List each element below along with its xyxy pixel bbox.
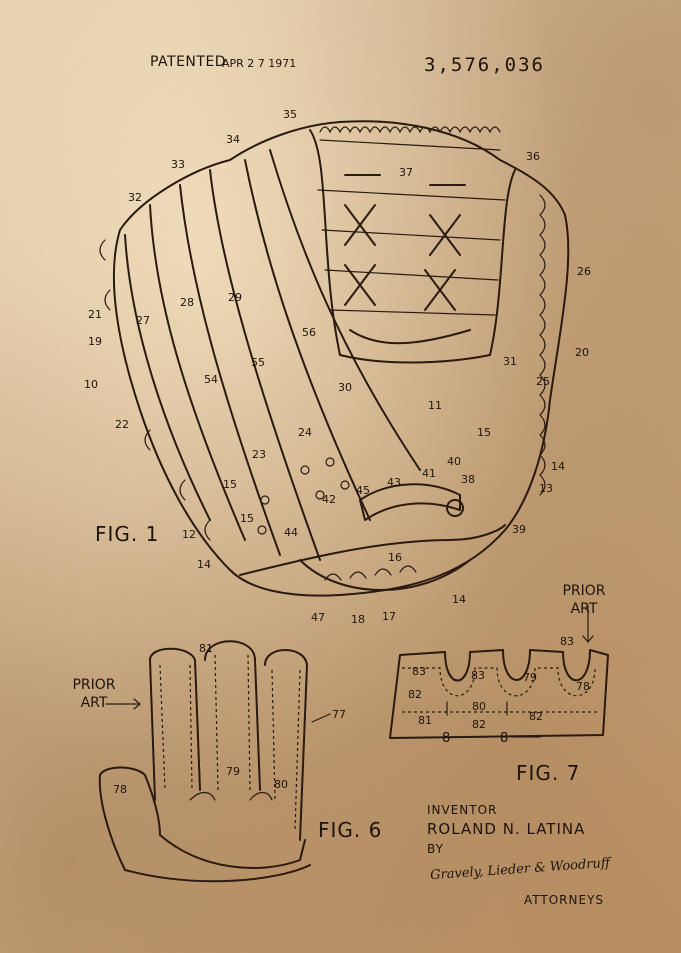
svg-text:45: 45 — [356, 484, 370, 497]
inventor-label: INVENTOR — [427, 803, 498, 817]
fig1-label: FIG. 1 — [95, 522, 160, 546]
fig7-prior-art-label: PRIOR ART — [558, 582, 610, 618]
svg-text:32: 32 — [128, 191, 142, 204]
svg-text:24: 24 — [298, 426, 312, 439]
svg-text:14: 14 — [197, 558, 211, 571]
fig1-reference-numerals: 35 34 33 32 36 37 26 21 27 28 29 19 20 1… — [84, 108, 591, 626]
svg-text:13: 13 — [539, 482, 553, 495]
svg-text:21: 21 — [88, 308, 102, 321]
svg-text:20: 20 — [575, 346, 589, 359]
by-label: BY — [427, 842, 444, 856]
svg-text:30: 30 — [338, 381, 352, 394]
svg-text:79: 79 — [523, 671, 537, 684]
fig6-drawing — [98, 640, 311, 883]
svg-text:80: 80 — [274, 778, 288, 791]
svg-text:47: 47 — [311, 611, 325, 624]
glove-drawing — [99, 120, 570, 597]
svg-text:17: 17 — [382, 610, 396, 623]
svg-text:33: 33 — [171, 158, 185, 171]
svg-text:12: 12 — [182, 528, 196, 541]
svg-text:82: 82 — [529, 710, 543, 723]
svg-text:27: 27 — [136, 314, 150, 327]
svg-text:35: 35 — [283, 108, 297, 121]
svg-text:19: 19 — [88, 335, 102, 348]
fig6-reference-numerals: 81 77 78 79 80 — [105, 642, 346, 796]
patented-label: PATENTED — [150, 54, 227, 70]
svg-text:81: 81 — [418, 714, 432, 727]
svg-text:44: 44 — [284, 526, 298, 539]
svg-text:10: 10 — [84, 378, 98, 391]
svg-text:83: 83 — [412, 665, 426, 678]
attorneys-label: ATTORNEYS — [524, 893, 605, 907]
svg-text:15: 15 — [240, 512, 254, 525]
svg-text:14: 14 — [551, 460, 565, 473]
svg-text:39: 39 — [512, 523, 526, 536]
fig7-prior-line2: ART — [570, 601, 598, 617]
svg-text:15: 15 — [477, 426, 491, 439]
fig6-label: FIG. 6 — [318, 818, 383, 842]
svg-text:36: 36 — [526, 150, 540, 163]
fig7-prior-line1: PRIOR — [562, 583, 606, 599]
svg-text:78: 78 — [576, 680, 590, 693]
svg-text:11: 11 — [428, 399, 442, 412]
svg-text:80: 80 — [472, 700, 486, 713]
svg-text:22: 22 — [115, 418, 129, 431]
svg-text:79: 79 — [226, 765, 240, 778]
svg-text:81: 81 — [199, 642, 213, 655]
patent-number: 3,576,036 — [424, 54, 545, 76]
patented-date: APR 2 7 1971 — [222, 57, 297, 70]
svg-text:40: 40 — [447, 455, 461, 468]
svg-text:41: 41 — [422, 467, 436, 480]
svg-text:43: 43 — [387, 476, 401, 489]
svg-text:82: 82 — [472, 718, 486, 731]
inventor-name: ROLAND N. LATINA — [427, 820, 586, 838]
svg-text:8: 8 — [442, 731, 450, 746]
svg-text:26: 26 — [577, 265, 591, 278]
svg-text:28: 28 — [180, 296, 194, 309]
fig7-reference-numerals: 83 83 83 79 78 82 80 81 82 82 8 8 — [408, 635, 590, 746]
svg-text:82: 82 — [408, 688, 422, 701]
svg-text:29: 29 — [228, 291, 242, 304]
svg-text:14: 14 — [452, 593, 466, 606]
svg-text:23: 23 — [252, 448, 266, 461]
svg-text:77: 77 — [332, 708, 346, 721]
svg-text:37: 37 — [399, 166, 413, 179]
svg-text:56: 56 — [302, 326, 316, 339]
svg-text:42: 42 — [322, 493, 336, 506]
fig6-prior-line1: PRIOR — [72, 677, 116, 693]
svg-text:38: 38 — [461, 473, 475, 486]
fig7-drawing — [389, 605, 609, 739]
svg-text:16: 16 — [388, 551, 402, 564]
svg-text:15: 15 — [223, 478, 237, 491]
svg-text:78: 78 — [113, 783, 127, 796]
svg-text:54: 54 — [204, 373, 218, 386]
svg-text:18: 18 — [351, 613, 365, 626]
svg-text:31: 31 — [503, 355, 517, 368]
svg-text:83: 83 — [560, 635, 574, 648]
svg-text:83: 83 — [471, 669, 485, 682]
svg-text:34: 34 — [226, 133, 240, 146]
fig6-prior-line2: ART — [80, 695, 108, 711]
svg-text:55: 55 — [251, 356, 265, 369]
fig6-prior-art-label: PRIOR ART — [68, 676, 120, 712]
fig7-label: FIG. 7 — [516, 761, 581, 785]
svg-text:25: 25 — [536, 375, 550, 388]
svg-text:8: 8 — [500, 731, 508, 746]
